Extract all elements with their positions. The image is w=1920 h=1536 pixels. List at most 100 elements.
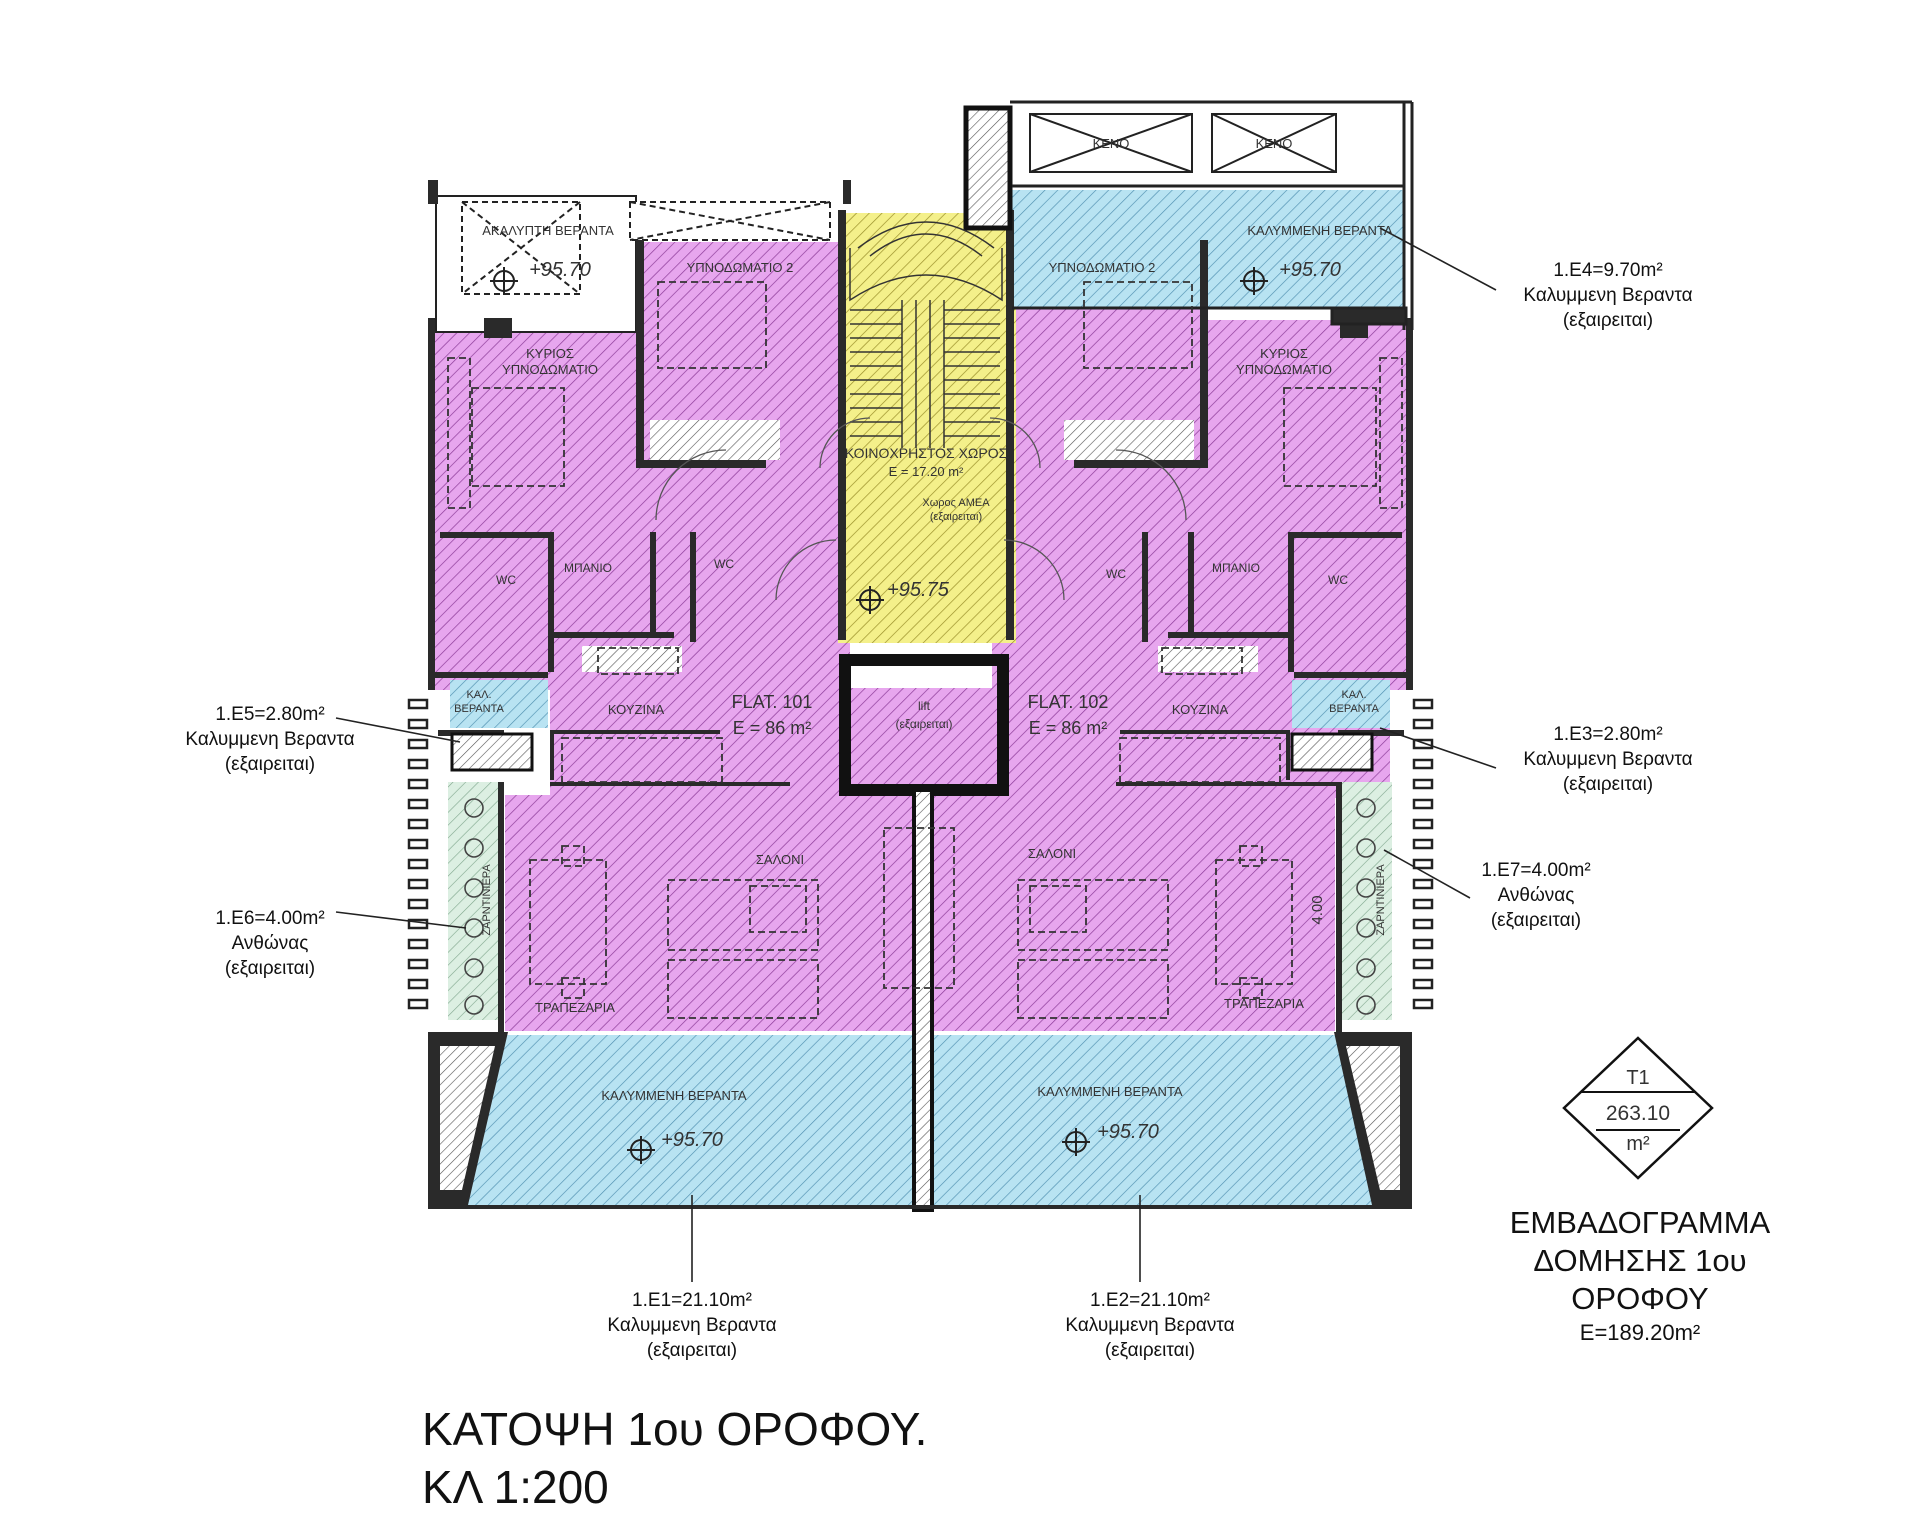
label-planter-right: ΖΑΡΝΤΙΝΙΕΡΑ bbox=[1375, 864, 1387, 936]
label-small-veranda-left-2: ΒΕΡΑΝΤΑ bbox=[454, 703, 504, 715]
note-e3-code: 1.E3=2.80m² bbox=[1553, 724, 1663, 745]
note-e2-code: 1.E2=21.10m² bbox=[1090, 1290, 1210, 1311]
furniture bbox=[447, 281, 1403, 1019]
label-wc-left-2: WC bbox=[714, 557, 734, 571]
note-e7: 1.E7=4.00m² Ανθώνας (εξαιρειται) bbox=[1416, 858, 1656, 933]
badge-unit: m² bbox=[1626, 1133, 1650, 1155]
note-e6: 1.E6=4.00m² Ανθώνας (εξαιρειται) bbox=[150, 906, 390, 981]
label-bath-left: ΜΠΑΝΙΟ bbox=[564, 561, 612, 575]
label-common-area-size: E = 17.20 m² bbox=[889, 464, 964, 479]
summary-line-2: ΔΟΜΗΣΗΣ 1ου bbox=[1533, 1243, 1747, 1278]
label-flat-102: FLAT. 102 bbox=[1028, 692, 1109, 712]
kitchen-band-zone bbox=[550, 688, 1390, 798]
summary-line-3: ΟΡΟΦΟΥ bbox=[1571, 1281, 1709, 1316]
planter-zones bbox=[448, 782, 1392, 1020]
label-bedroom2-left: ΥΠΝΟΔΩΜΑΤΙΟ 2 bbox=[687, 260, 794, 275]
note-e5-status: (εξαιρειται) bbox=[224, 754, 316, 775]
common-area-zone bbox=[838, 213, 1016, 643]
badge-code: T1 bbox=[1626, 1067, 1649, 1089]
label-small-veranda-left-1: ΚΑΛ. bbox=[466, 689, 491, 701]
note-e7-status: (εξαιρειται) bbox=[1490, 910, 1582, 931]
note-e6-desc: Ανθώνας bbox=[231, 933, 309, 954]
label-master-left-1: ΚΥΡΙΟΣ bbox=[526, 346, 574, 361]
room-labels: ΑΚΑΛΥΠΤΗ ΒΕΡΑΝΤΑ ΚΑΛΥΜΜΕΝΗ ΒΕΡΑΝΤΑ ΚΕΝΟ … bbox=[454, 136, 1393, 1151]
summary-area: E=189.20m² bbox=[1579, 1320, 1701, 1345]
label-void-2: ΚΕΝΟ bbox=[1256, 136, 1293, 151]
label-dining-left: ΤΡΑΠΕΖΑΡΙΑ bbox=[535, 1000, 615, 1015]
walls bbox=[428, 105, 1413, 1212]
veranda-small-right-zone bbox=[1292, 680, 1390, 728]
railings bbox=[407, 698, 1434, 1010]
label-kitchen-left: ΚΟΥΖΙΝΑ bbox=[608, 702, 665, 717]
summary-line-1: ΕΜΒΑΔΟΓΡΑΜΜΑ bbox=[1509, 1205, 1771, 1240]
label-bedroom2-right: ΥΠΝΟΔΩΜΑΤΙΟ 2 bbox=[1049, 260, 1156, 275]
label-master-right-2: ΥΠΝΟΔΩΜΑΤΙΟ bbox=[1236, 362, 1332, 377]
area-summary: ΕΜΒΑΔΟΓΡΑΜΜΑ ΔΟΜΗΣΗΣ 1ου ΟΡΟΦΟΥ E=189.20… bbox=[1470, 1204, 1810, 1348]
level-markers bbox=[490, 267, 1268, 1164]
note-e5: 1.E5=2.80m² Καλυμμενη Βεραντα (εξαιρειτα… bbox=[150, 702, 390, 777]
top-right-frame bbox=[1010, 100, 1414, 330]
label-level-bottom-right: +95.70 bbox=[1097, 1121, 1159, 1143]
veranda-bottom-right-zone bbox=[928, 1035, 1404, 1207]
label-master-right-1: ΚΥΡΙΟΣ bbox=[1260, 346, 1308, 361]
bedroom2-left-zone bbox=[636, 242, 852, 342]
note-e6-code: 1.E6=4.00m² bbox=[215, 908, 325, 929]
label-level-bottom-left: +95.70 bbox=[661, 1129, 723, 1151]
label-flat-101-area: E = 86 m² bbox=[733, 718, 812, 738]
note-e1: 1.E1=21.10m² Καλυμμενη Βεραντα (εξαιρειτ… bbox=[572, 1288, 812, 1363]
note-e2-desc: Καλυμμενη Βεραντα bbox=[1065, 1315, 1235, 1336]
staircase bbox=[849, 221, 1003, 448]
note-e4-desc: Καλυμμενη Βεραντα bbox=[1523, 285, 1693, 306]
label-level-stair: +95.75 bbox=[887, 579, 950, 601]
note-e3-desc: Καλυμμενη Βεραντα bbox=[1523, 749, 1693, 770]
leader-lines bbox=[335, 227, 1497, 1282]
label-dining-right: ΤΡΑΠΕΖΑΡΙΑ bbox=[1224, 996, 1304, 1011]
label-kitchen-right: ΚΟΥΖΙΝΑ bbox=[1172, 702, 1229, 717]
area-badge: T1 263.10 m² bbox=[1562, 1036, 1714, 1180]
title-line-1: ΚΑΤΟΨΗ 1ου ΟΡΟΦΟΥ. bbox=[422, 1403, 928, 1455]
note-e5-code: 1.E5=2.80m² bbox=[215, 704, 325, 725]
note-e3-status: (εξαιρειται) bbox=[1562, 774, 1654, 795]
uncovered-veranda bbox=[435, 195, 831, 333]
note-e2-status: (εξαιρειται) bbox=[1104, 1340, 1196, 1361]
door-swings bbox=[655, 417, 1187, 601]
label-bath-right: ΜΠΑΝΙΟ bbox=[1212, 561, 1260, 575]
note-e4-code: 1.E4=9.70m² bbox=[1553, 260, 1663, 281]
label-living-left: ΣΑΛΟΝΙ bbox=[756, 852, 804, 867]
badge-value: 263.10 bbox=[1606, 1102, 1670, 1125]
veranda-bottom-left-zone bbox=[438, 1035, 916, 1207]
note-e7-desc: Ανθώνας bbox=[1497, 885, 1575, 906]
note-e1-desc: Καλυμμενη Βεραντα bbox=[607, 1315, 777, 1336]
note-e6-status: (εξαιρειται) bbox=[224, 958, 316, 979]
label-flat-101: FLAT. 101 bbox=[732, 692, 813, 712]
label-flat-102-area: E = 86 m² bbox=[1029, 718, 1108, 738]
label-wc-right-2: WC bbox=[1328, 573, 1348, 587]
label-level-top-left: +95.70 bbox=[529, 259, 591, 281]
note-e4-status: (εξαιρειται) bbox=[1562, 310, 1654, 331]
void-boxes bbox=[1029, 113, 1337, 173]
label-common-area: ΚΟΙΝΟΧΡΗΣΤΟΣ ΧΩΡΟΣ bbox=[845, 445, 1008, 461]
label-small-veranda-right-1: ΚΑΛ. bbox=[1341, 689, 1366, 701]
planter-left-zone bbox=[448, 782, 500, 1020]
label-uncovered-veranda-1: ΑΚΑΛΥΠΤΗ ΒΕΡΑΝΤΑ bbox=[482, 223, 614, 238]
note-e7-code: 1.E7=4.00m² bbox=[1481, 860, 1591, 881]
note-e4: 1.E4=9.70m² Καλυμμενη Βεραντα (εξαιρειτα… bbox=[1488, 258, 1728, 333]
label-small-veranda-right-2: ΒΕΡΑΝΤΑ bbox=[1329, 703, 1379, 715]
label-lift-1: lift bbox=[918, 699, 931, 713]
note-e1-code: 1.E1=21.10m² bbox=[632, 1290, 752, 1311]
label-wc-right-1: WC bbox=[1106, 567, 1126, 581]
label-void-1: ΚΕΝΟ bbox=[1093, 136, 1130, 151]
drawing-title: ΚΑΤΟΨΗ 1ου ΟΡΟΦΟΥ. ΚΛ 1:200 bbox=[422, 1400, 927, 1516]
label-covered-veranda-bottom-right: ΚΑΛΥΜΜΕΝΗ ΒΕΡΑΝΤΑ bbox=[1037, 1084, 1183, 1099]
label-wc-left-1: WC bbox=[496, 573, 516, 587]
label-level-top-right: +95.70 bbox=[1279, 259, 1341, 281]
note-e1-status: (εξαιρειται) bbox=[646, 1340, 738, 1361]
label-covered-veranda-bottom-left: ΚΑΛΥΜΜΕΝΗ ΒΕΡΑΝΤΑ bbox=[601, 1088, 747, 1103]
planter-right-zone bbox=[1340, 782, 1392, 1020]
label-disabled-space-2: (εξαιρειται) bbox=[930, 511, 982, 523]
veranda-small-left-zone bbox=[450, 680, 548, 728]
note-e3: 1.E3=2.80m² Καλυμμενη Βεραντα (εξαιρειτα… bbox=[1488, 722, 1728, 797]
label-living-right: ΣΑΛΟΝΙ bbox=[1028, 846, 1076, 861]
note-e5-desc: Καλυμμενη Βεραντα bbox=[185, 729, 355, 750]
